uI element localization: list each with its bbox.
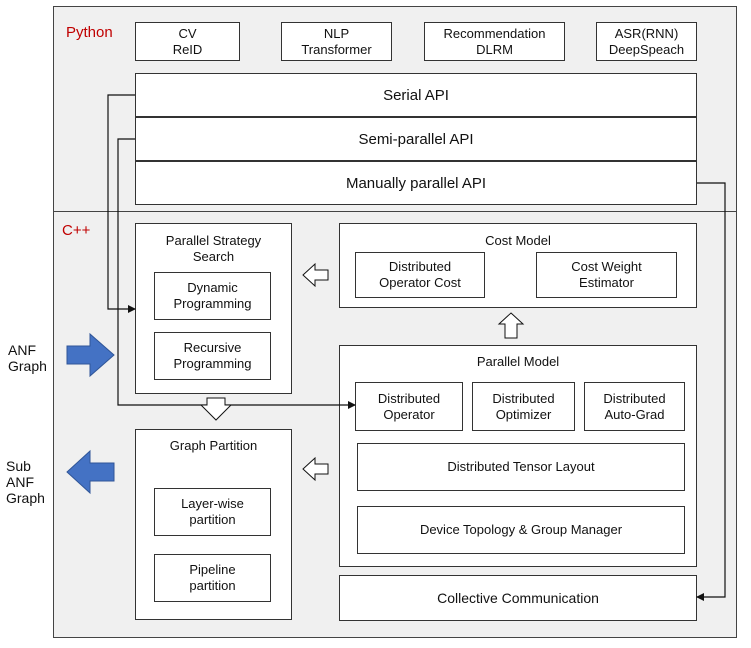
layer-wise-partition-line2: partition: [189, 512, 236, 527]
distributed-optimizer-line1: Distributed: [492, 390, 555, 406]
app-nlp-line2: Transformer: [301, 41, 372, 57]
semi-parallel-api-box: Semi-parallel API: [135, 117, 697, 161]
pipeline-partition-line1: Pipeline: [189, 562, 236, 577]
dynamic-programming-line1: Dynamic: [187, 280, 238, 295]
distributed-auto-grad-box: Distributed Auto-Grad: [584, 382, 685, 431]
manually-parallel-api-box: Manually parallel API: [135, 161, 697, 205]
distributed-operator-cost-box: Distributed Operator Cost: [355, 252, 485, 298]
pipeline-partition-line2: partition: [189, 578, 236, 593]
collective-communication-box: Collective Communication: [339, 575, 697, 621]
cost-weight-estimator-line2: Estimator: [579, 275, 634, 290]
app-asr-line2: DeepSpeach: [608, 41, 685, 57]
app-nlp-box: NLP Transformer: [281, 22, 392, 61]
parallel-model-title: Parallel Model: [476, 354, 560, 369]
serial-api-box: Serial API: [135, 73, 697, 117]
distributed-tensor-layout-box: Distributed Tensor Layout: [357, 443, 685, 491]
app-nlp-line1: NLP: [323, 25, 350, 41]
manually-parallel-api-label: Manually parallel API: [345, 174, 487, 192]
device-topology-label: Device Topology & Group Manager: [419, 522, 623, 537]
semi-parallel-api-label: Semi-parallel API: [358, 130, 474, 148]
layer-wise-partition-line1: Layer-wise: [181, 496, 244, 511]
app-recommendation-box: Recommendation DLRM: [424, 22, 565, 61]
anf-graph-line2: Graph: [8, 358, 47, 374]
app-asr-box: ASR(RNN) DeepSpeach: [596, 22, 697, 61]
cpp-label: C++: [62, 222, 91, 239]
app-cv-line1: CV: [178, 25, 197, 41]
sub-anf-graph-line3: Graph: [6, 490, 45, 506]
cost-weight-estimator-line1: Cost Weight: [571, 259, 642, 274]
collective-communication-label: Collective Communication: [437, 590, 599, 606]
distributed-operator-line1: Distributed: [377, 390, 441, 406]
distributed-operator-cost-line2: Operator Cost: [379, 275, 461, 290]
app-recommendation-line2: DLRM: [476, 41, 513, 57]
app-cv-box: CV ReID: [135, 22, 240, 61]
distributed-tensor-layout-label: Distributed Tensor Layout: [447, 459, 595, 474]
strategy-search-title-line1: Parallel Strategy: [165, 233, 262, 248]
distributed-optimizer-box: Distributed Optimizer: [472, 382, 575, 431]
serial-api-label: Serial API: [383, 86, 449, 104]
graph-partition-title: Graph Partition: [169, 438, 258, 453]
app-cv-line2: ReID: [172, 41, 203, 57]
python-label: Python: [66, 24, 113, 41]
sub-anf-graph-label: Sub ANF Graph: [6, 458, 45, 506]
cost-model-title: Cost Model: [485, 233, 551, 248]
recursive-programming-line1: Recursive: [183, 340, 242, 355]
sub-anf-graph-line2: ANF: [6, 474, 34, 490]
app-asr-line1: ASR(RNN): [614, 25, 679, 41]
strategy-search-title: Parallel Strategy Search: [136, 233, 291, 265]
recursive-programming-box: Recursive Programming: [154, 332, 271, 380]
dynamic-programming-line2: Programming: [173, 296, 252, 311]
distributed-operator-box: Distributed Operator: [355, 382, 463, 431]
cost-weight-estimator-box: Cost Weight Estimator: [536, 252, 677, 298]
python-cpp-divider: [53, 211, 737, 212]
distributed-operator-line2: Operator: [383, 406, 435, 422]
app-recommendation-line1: Recommendation: [443, 25, 546, 41]
anf-graph-label: ANF Graph: [8, 342, 47, 374]
recursive-programming-line2: Programming: [173, 356, 252, 371]
distributed-auto-grad-line2: Auto-Grad: [604, 406, 665, 422]
device-topology-box: Device Topology & Group Manager: [357, 506, 685, 554]
distributed-operator-cost-line1: Distributed: [388, 259, 452, 274]
distributed-auto-grad-line1: Distributed: [603, 390, 666, 406]
strategy-search-title-line2: Search: [192, 249, 235, 264]
pipeline-partition-box: Pipeline partition: [154, 554, 271, 602]
layer-wise-partition-box: Layer-wise partition: [154, 488, 271, 536]
dynamic-programming-box: Dynamic Programming: [154, 272, 271, 320]
anf-graph-line1: ANF: [8, 342, 36, 358]
distributed-optimizer-line2: Optimizer: [495, 406, 552, 422]
sub-anf-graph-line1: Sub: [6, 458, 31, 474]
